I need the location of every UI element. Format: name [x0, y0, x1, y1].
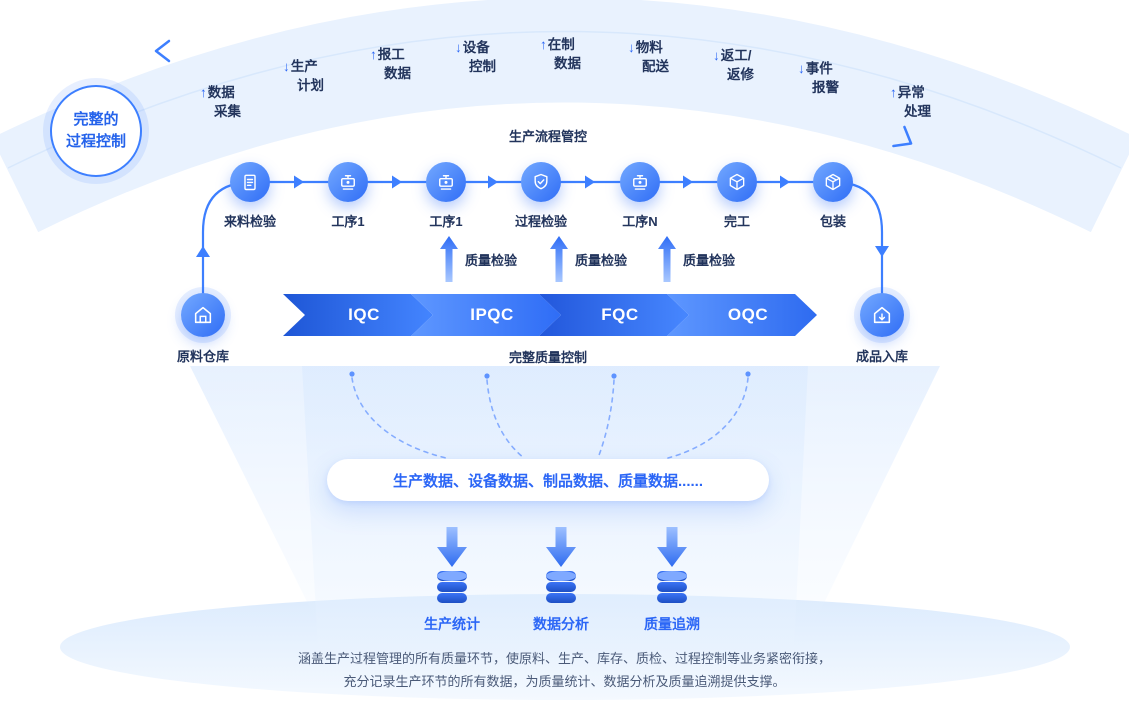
warehouse-inbound-icon: [860, 293, 904, 337]
up-arrow-icon: [440, 236, 458, 282]
package-icon: [813, 162, 853, 202]
quality-check-label: 质量检验: [683, 252, 736, 268]
db-label: 质量追溯: [644, 616, 700, 632]
flow-arrow-right-icon: [392, 175, 402, 189]
arc-arrow-right-icon: [892, 125, 913, 148]
arc-arrow-left-icon: [154, 39, 171, 63]
up-arrow-icon: ↑: [890, 85, 897, 100]
top-item-rework: ↓返工/ 返修: [713, 48, 754, 82]
node-process-inspection: 过程检验: [503, 162, 579, 230]
node-packaging: 包装: [795, 162, 871, 230]
warehouse-icon: [181, 293, 225, 337]
up-arrow-icon: [550, 236, 568, 282]
node-incoming-inspection: 来料检验: [212, 162, 288, 230]
collected-data-pill: 生产数据、设备数据、制品数据、质量数据......: [327, 459, 769, 501]
database-icon: [546, 571, 576, 603]
top-item-event-alarm: ↓事件 报警: [798, 61, 839, 95]
qc-stage-ipqc: IPQC: [411, 294, 561, 336]
down-arrow-icon: [437, 527, 467, 567]
top-item-material-delivery: ↓物料 配送: [628, 40, 669, 74]
node-label: 来料检验: [223, 214, 276, 229]
flow-arrow-right-icon: [585, 175, 595, 189]
node-process-1: 工序1: [310, 162, 386, 230]
qc-chevron-band: IQC IPQC FQC OQC: [283, 294, 820, 336]
top-item-production-plan: ↓生产 计划: [283, 59, 324, 93]
database-icon: [437, 571, 467, 603]
qc-stage-fqc: FQC: [539, 294, 689, 336]
up-arrow-icon: ↑: [200, 85, 207, 100]
badge-line1: 完整的: [73, 111, 119, 129]
db-data-analysis: 数据分析: [516, 568, 606, 634]
quality-check-label: 质量检验: [465, 252, 518, 268]
flow-arrow-down-icon: [875, 246, 889, 257]
node-label: 工序N: [622, 214, 658, 229]
flow-arrow-right-icon: [683, 175, 693, 189]
flow-arrow-right-icon: [294, 175, 304, 189]
down-arrow-icon: ↓: [798, 61, 805, 76]
flow-arrow-right-icon: [488, 175, 498, 189]
node-label: 原料仓库: [176, 349, 229, 364]
process-control-badge: 完整的 过程控制: [50, 85, 142, 177]
machine-icon: [426, 162, 466, 202]
node-label: 完工: [723, 214, 750, 229]
down-arrow-icon: ↓: [455, 40, 462, 55]
node-label: 过程检验: [514, 214, 567, 229]
up-arrow-icon: [658, 236, 676, 282]
top-item-wip-data: ↑在制 数据: [540, 37, 581, 71]
flow-arrow-up-icon: [196, 246, 210, 257]
node-completion: 完工: [699, 162, 775, 230]
quality-check-2: 质量检验: [550, 236, 627, 282]
dashed-data-curves: [351, 377, 749, 459]
clipboard-icon: [230, 162, 270, 202]
qc-stage-oqc: OQC: [667, 294, 817, 336]
footer-description: 涵盖生产过程管理的所有质量环节，使原料、生产、库存、质检、过程控制等业务紧密衔接…: [0, 648, 1129, 694]
top-item-exception-handling: ↑异常 处理: [890, 85, 931, 119]
quality-check-label: 质量检验: [575, 252, 628, 268]
down-arrow-icon: [657, 527, 687, 567]
down-arrow-icon: ↓: [628, 40, 635, 55]
production-flow-title: 生产流程管控: [508, 129, 587, 144]
badge-line2: 过程控制: [65, 133, 126, 150]
node-process-2: 工序1: [408, 162, 484, 230]
quality-check-3: 质量检验: [658, 236, 735, 282]
node-process-n: 工序N: [602, 162, 678, 230]
shield-check-icon: [521, 162, 561, 202]
up-arrow-icon: ↑: [370, 47, 377, 62]
node-finished-goods-storage: 成品入库: [844, 293, 920, 365]
up-arrow-icon: ↑: [540, 37, 547, 52]
quality-control-title: 完整质量控制: [508, 350, 587, 365]
machine-icon: [620, 162, 660, 202]
db-label: 数据分析: [533, 616, 589, 632]
cube-check-icon: [717, 162, 757, 202]
dashed-curve-dots: [349, 371, 751, 379]
quality-check-1: 质量检验: [440, 236, 517, 282]
node-label: 包装: [819, 214, 846, 229]
top-item-equipment-control: ↓设备 控制: [455, 40, 496, 74]
db-production-statistics: 生产统计: [407, 568, 497, 634]
top-item-work-report: ↑报工 数据: [370, 47, 411, 81]
database-icon: [657, 571, 687, 603]
footer-line2: 充分记录生产环节的所有数据，为质量统计、数据分析及质量追溯提供支撑。: [343, 673, 786, 689]
db-quality-traceability: 质量追溯: [627, 568, 717, 634]
node-label: 成品入库: [855, 349, 908, 364]
flow-arrow-right-icon: [780, 175, 790, 189]
down-arrow-icon: ↓: [713, 48, 720, 63]
db-label: 生产统计: [424, 616, 480, 632]
down-arrow-icon: [546, 527, 576, 567]
machine-icon: [328, 162, 368, 202]
top-item-data-collection: ↑数据 采集: [200, 85, 241, 119]
node-label: 工序1: [429, 214, 463, 229]
footer-line1: 涵盖生产过程管理的所有质量环节，使原料、生产、库存、质检、过程控制等业务紧密衔接…: [297, 651, 831, 666]
node-label: 工序1: [331, 214, 365, 229]
down-arrow-icon: ↓: [283, 59, 290, 74]
qc-stage-iqc: IQC: [283, 294, 433, 336]
node-raw-material-warehouse: 原料仓库: [165, 293, 241, 365]
